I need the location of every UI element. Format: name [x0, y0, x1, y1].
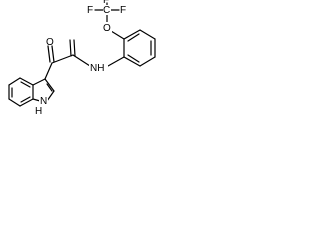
- ketone-double-bond: [47, 45, 51, 63]
- double-bond-inner: [46, 83, 53, 92]
- double-bond-inner: [20, 81, 31, 88]
- bond: [110, 30, 125, 40]
- bond: [123, 29, 141, 40]
- fluorine-right-label: F: [120, 5, 126, 16]
- bond: [72, 54, 91, 67]
- indole-pyrrole-ring: [32, 78, 55, 102]
- indole-nitrogen-label: N: [40, 96, 47, 107]
- chemical-structure-diagram: O NH O C F F F N H: [8, 0, 156, 117]
- bond: [32, 98, 41, 102]
- phenyl-ring: [123, 29, 156, 67]
- bond: [19, 77, 34, 86]
- double-bond-inner: [127, 33, 140, 42]
- bond: [32, 78, 46, 86]
- bond: [139, 56, 156, 67]
- oxo-acetamide-chain: [44, 39, 125, 80]
- label-mask: [39, 96, 48, 107]
- bond: [46, 90, 55, 102]
- label-mask: [89, 62, 108, 73]
- bond: [44, 78, 55, 92]
- carbonyl-oxygen-label: O: [46, 37, 54, 48]
- bond: [139, 29, 156, 40]
- ketone-double-bond: [51, 45, 55, 63]
- label-mask: [103, 5, 111, 15]
- bond: [51, 54, 74, 64]
- cf3-carbon-label: C: [103, 5, 110, 16]
- atom-labels: O NH O C F F F N H: [35, 0, 126, 117]
- bond: [8, 98, 21, 107]
- ether-oxygen-label: O: [103, 23, 111, 34]
- label-mask: [102, 22, 112, 33]
- fluorine-left-label: F: [87, 5, 93, 16]
- bond: [44, 62, 53, 80]
- double-bond-inner: [127, 54, 140, 63]
- indole-benzene-ring: [8, 77, 34, 107]
- amide-nitrogen-label: NH: [90, 63, 104, 74]
- bond: [123, 56, 141, 67]
- amide-double-bond: [69, 39, 72, 57]
- amide-double-bond: [73, 39, 76, 57]
- fluorine-top-label: F: [103, 0, 109, 6]
- bond: [8, 77, 21, 86]
- indole-hydrogen-label: H: [35, 106, 42, 117]
- bond: [19, 98, 34, 107]
- double-bond-inner: [20, 96, 31, 103]
- bond: [107, 56, 125, 67]
